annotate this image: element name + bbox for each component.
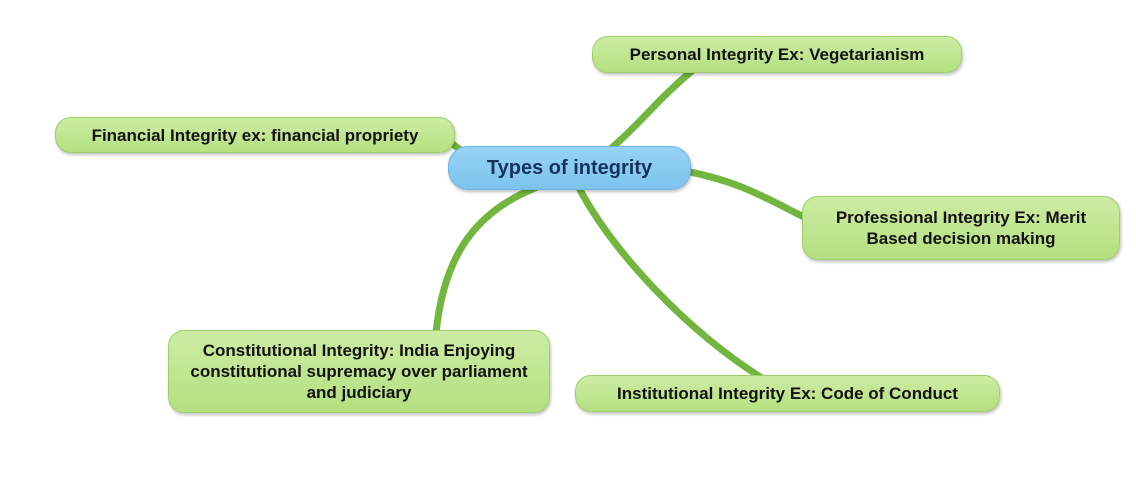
- connector-constitutional: [432, 184, 539, 337]
- connector-institutional: [574, 182, 769, 384]
- node-financial-integrity[interactable]: Financial Integrity ex: financial propri…: [55, 117, 455, 153]
- node-institutional-integrity[interactable]: Institutional Integrity Ex: Code of Cond…: [575, 375, 1000, 412]
- node-constitutional-integrity[interactable]: Constitutional Integrity: India Enjoying…: [168, 330, 550, 413]
- node-personal-integrity[interactable]: Personal Integrity Ex: Vegetarianism: [592, 36, 962, 73]
- connector-professional: [676, 166, 822, 228]
- node-professional-integrity[interactable]: Professional Integrity Ex: Merit Based d…: [802, 196, 1120, 260]
- center-node-types-of-integrity[interactable]: Types of integrity: [448, 146, 691, 190]
